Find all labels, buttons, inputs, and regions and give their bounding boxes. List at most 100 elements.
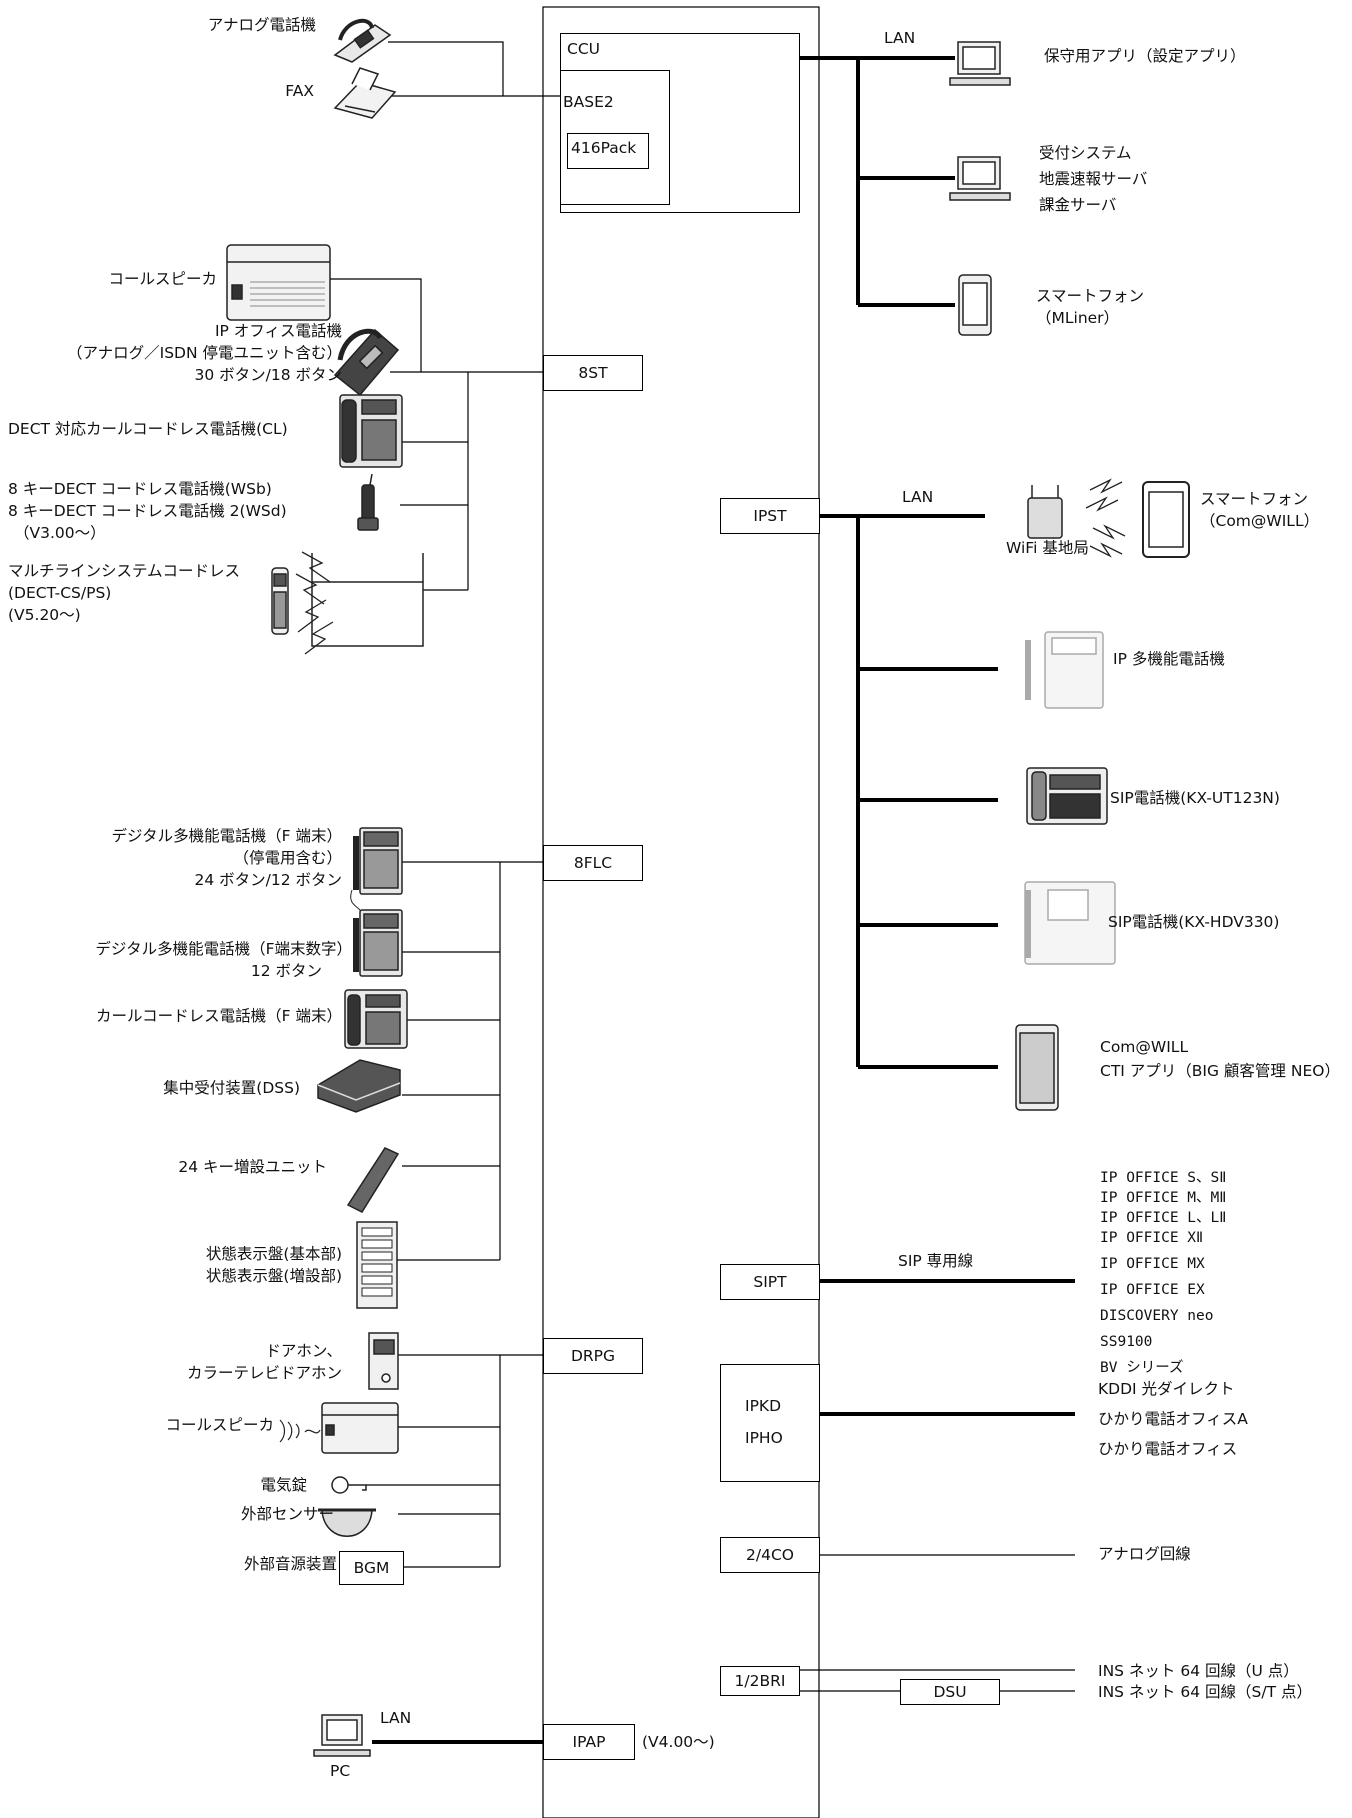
module-ipkd-label: IPKD	[745, 1397, 782, 1415]
sip-phone-ut123n-icon	[1026, 767, 1108, 825]
multiline-cordless-line2: (DECT-CS/PS)	[8, 584, 112, 602]
radio-wave-right-icon	[1085, 478, 1126, 558]
left-lines	[330, 41, 560, 1568]
sip-phone-hdv330-icon	[1024, 881, 1116, 965]
multiline-cordless-line1: マルチラインシステムコードレス	[8, 562, 241, 580]
curl-cordless-f-label: カールコードレス電話機（F 端末）	[95, 1007, 342, 1025]
servers-line2: 地震速報サーバ	[1039, 170, 1148, 188]
smartphone-comwill-icon	[1142, 481, 1190, 558]
sip-peer-5: IP OFFICE MX	[1100, 1256, 1205, 1272]
smartphone-mliner-line1: スマートフォン	[1036, 287, 1145, 305]
module-drpg-label: DRPG	[570, 1347, 616, 1365]
digital-phone-f-num-label: デジタル多機能電話機（F端末数字） 12 ボタン	[95, 938, 352, 982]
curl-cordless-f-icon	[344, 989, 408, 1049]
servers-line3: 課金サーバ	[1039, 196, 1117, 214]
dsu-label: DSU	[933, 1683, 967, 1701]
smartphone-mliner-label: スマートフォン （MLiner）	[1036, 285, 1144, 329]
dsu-box: DSU	[900, 1679, 1000, 1705]
electric-lock-label: 電気錠	[260, 1476, 307, 1494]
digital-phone-f-line2: （停電用含む）	[233, 849, 342, 867]
dect-cordless-label: DECT 対応カールコードレス電話機(CL)	[8, 420, 288, 438]
sip-peer-9: BV シリーズ	[1100, 1360, 1184, 1376]
sip-peer-2: IP OFFICE M、MⅡ	[1100, 1190, 1227, 1206]
optical-lines-label: KDDI 光ダイレクト ひかり電話オフィスA ひかり電話オフィス	[1098, 1374, 1248, 1464]
electric-lock-key-icon	[331, 1476, 367, 1494]
maintenance-app-label: 保守用アプリ（設定アプリ）	[1044, 47, 1246, 65]
lan-top-label: LAN	[884, 29, 916, 47]
base2-label: BASE2	[563, 93, 614, 111]
module-sipt: SIPT	[720, 1264, 820, 1300]
comwill-cti-label: Com@WILL CTI アプリ（BIG 顧客管理 NEO）	[1100, 1035, 1340, 1083]
server-pc-icon	[949, 156, 1011, 201]
comwill-cti-line2: CTI アプリ（BIG 顧客管理 NEO）	[1100, 1062, 1340, 1080]
module-ipst: IPST	[720, 498, 820, 534]
smartphone-mliner-line2: （MLiner）	[1036, 309, 1120, 327]
ins-st-label: INS ネット 64 回線（S/T 点）	[1098, 1683, 1312, 1701]
ip-multi-phone-label: IP 多機能電話機	[1113, 650, 1225, 668]
right-thick-lines	[800, 56, 1075, 1416]
digital-phone-f-line3: 24 ボタン/12 ボタン	[194, 871, 342, 889]
dect-8key-line1: 8 キーDECT コードレス電話機(WSb)	[8, 480, 272, 498]
doorphone-label: ドアホン、 カラーテレビドアホン	[187, 1340, 342, 1384]
digital-phone-f-icon	[350, 827, 403, 921]
external-audio-label: 外部音源装置	[243, 1555, 337, 1573]
module-ipst-label: IPST	[753, 507, 787, 525]
sip-peer-1: IP OFFICE S、SⅡ	[1100, 1170, 1227, 1186]
ip-office-phone-line1: IP オフィス電話機	[214, 322, 342, 340]
multiline-cordless-label: マルチラインシステムコードレス (DECT-CS/PS) (V5.20～)	[8, 560, 240, 626]
pack416-box: 416Pack	[567, 133, 649, 169]
sip-peers-list: IP OFFICE S、SⅡ IP OFFICE M、MⅡ IP OFFICE …	[1100, 1168, 1226, 1378]
pc-lan-label: LAN	[380, 1709, 412, 1727]
right-thin-lines	[800, 1554, 1075, 1692]
doorphone-icon	[368, 1332, 399, 1390]
call-speaker2-icon	[279, 1402, 399, 1454]
bgm-label: BGM	[353, 1559, 390, 1577]
ip-office-phone-line3: 30 ボタン/18 ボタン	[194, 366, 342, 384]
smartphone-comwill-line1: スマートフォン	[1200, 490, 1309, 508]
sip-peer-6: IP OFFICE EX	[1100, 1282, 1205, 1298]
dss-icon	[317, 1059, 401, 1113]
radio-wave-icon	[295, 551, 334, 655]
module-8st-label: 8ST	[578, 364, 608, 382]
ip-multi-phone-icon	[1025, 631, 1104, 709]
ip-office-phone-line2: （アナログ／ISDN 停電ユニット含む）	[66, 344, 342, 362]
analog-line-label: アナログ回線	[1098, 1545, 1191, 1563]
sip-peer-3: IP OFFICE L、LⅡ	[1100, 1210, 1227, 1226]
wifi-base-label: WiFi 基地局	[1006, 539, 1089, 557]
ccu-label: CCU	[567, 40, 600, 58]
digital-phone-f-label: デジタル多機能電話機（F 端末） （停電用含む） 24 ボタン/12 ボタン	[111, 825, 342, 891]
ip-office-phone-label: IP オフィス電話機 （アナログ／ISDN 停電ユニット含む） 30 ボタン/1…	[67, 320, 342, 386]
dect-8key-label: 8 キーDECT コードレス電話機(WSb) 8 キーDECT コードレス電話機…	[8, 478, 287, 544]
call-speaker-label: コールスピーカ	[108, 270, 217, 288]
status-panel-icon	[356, 1221, 398, 1309]
doorphone-line2: カラーテレビドアホン	[186, 1364, 342, 1382]
fax-label: FAX	[285, 82, 314, 100]
call-speaker-icon	[226, 244, 331, 321]
status-panel-line2: 状態表示盤(増設部)	[205, 1267, 342, 1285]
smartphone-mliner-icon	[958, 274, 992, 336]
module-sipt-label: SIPT	[753, 1273, 787, 1291]
external-sensor-icon	[318, 1508, 376, 1537]
dect-cordless-phone-icon	[339, 394, 403, 468]
comwill-cti-line1: Com@WILL	[1100, 1038, 1189, 1056]
bgm-box: BGM	[339, 1551, 404, 1585]
wifi-base-station-icon	[1027, 485, 1063, 539]
module-ipho-label: IPHO	[745, 1429, 783, 1447]
pack416-label: 416Pack	[571, 139, 637, 157]
module-ipkd-ipho: IPKD IPHO	[720, 1364, 820, 1482]
analog-phone-label: アナログ電話機	[207, 16, 316, 34]
ip-office-phone-icon	[333, 328, 400, 397]
key24-unit-label: 24 キー増設ユニット	[178, 1158, 327, 1176]
module-co24: 2/4CO	[720, 1537, 820, 1573]
module-8flc-label: 8FLC	[573, 854, 613, 872]
module-bri12: 1/2BRI	[720, 1666, 800, 1696]
maintenance-pc-icon	[949, 41, 1011, 86]
module-ipap-label: IPAP	[572, 1733, 606, 1751]
sip-ut123n-label: SIP電話機(KX-UT123N)	[1110, 789, 1280, 807]
optical-line-1: KDDI 光ダイレクト	[1098, 1380, 1235, 1398]
smartphone-comwill-line2: （Com@WILL）	[1200, 512, 1320, 530]
sip-peer-7: DISCOVERY neo	[1100, 1308, 1214, 1324]
external-sensor-label: 外部センサー	[240, 1505, 334, 1523]
